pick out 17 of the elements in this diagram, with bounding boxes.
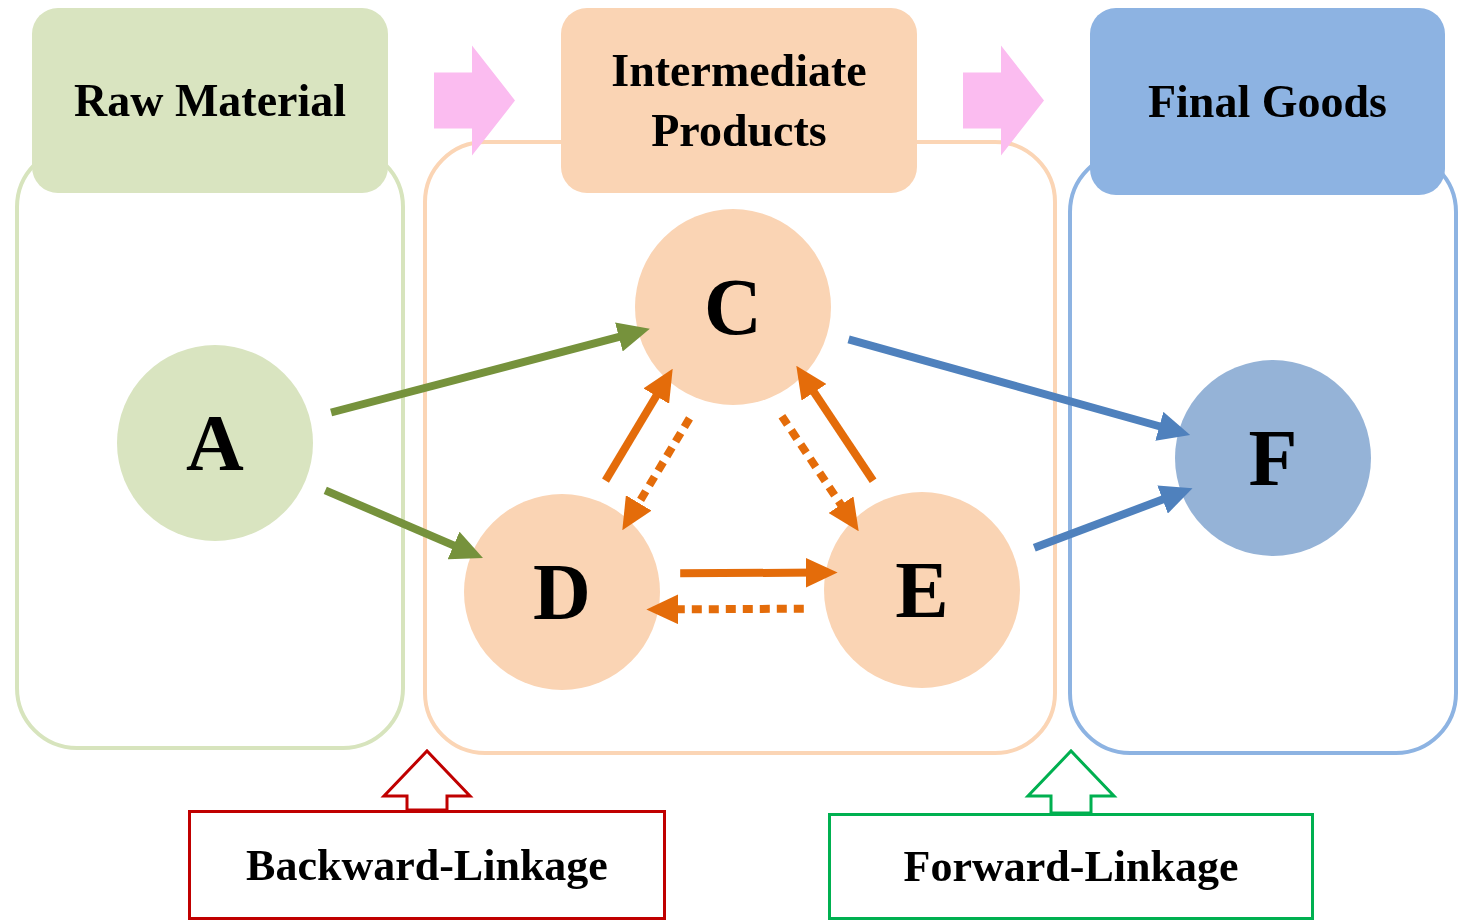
callout-box: Backward-Linkage <box>188 810 666 920</box>
callout-box: Forward-Linkage <box>828 813 1314 920</box>
column-header: Intermediate Products <box>561 8 917 193</box>
block-arrow <box>1024 748 1118 815</box>
arrow <box>622 416 693 531</box>
arrow <box>1032 485 1193 552</box>
arrow <box>796 365 877 483</box>
arrow <box>602 368 673 483</box>
arrow <box>778 414 859 532</box>
column-header: Raw Material <box>32 8 388 193</box>
arrow <box>330 322 650 417</box>
column-header: Final Goods <box>1090 8 1445 195</box>
block-arrow <box>434 45 515 156</box>
block-arrow <box>380 748 474 812</box>
arrow <box>847 335 1191 441</box>
arrow <box>323 486 483 560</box>
block-arrow <box>963 45 1044 156</box>
